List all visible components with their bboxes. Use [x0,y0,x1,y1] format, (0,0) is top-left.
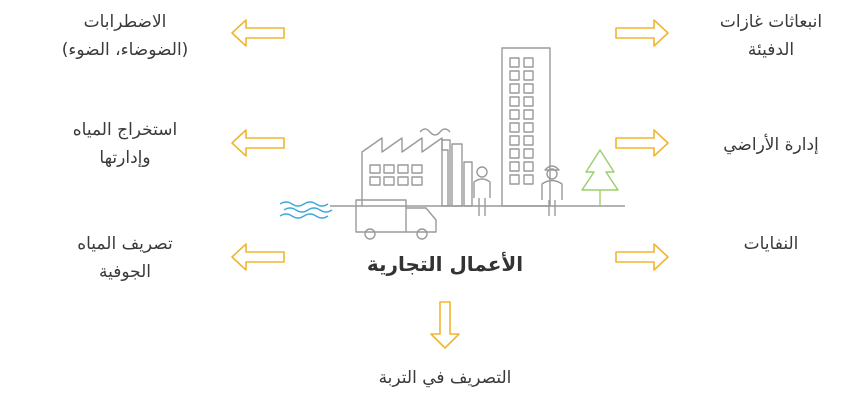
right-label-ghg-emissions-line2: الدفيئة [747,40,795,60]
arrow-left-icon [231,129,285,157]
water-icon [279,201,333,219]
factory-icon [361,137,451,207]
left-label-groundwater-discharge-line1: تصريف المياه [77,234,173,254]
left-label-water-extraction: استخراج المياه وإدارتها [0,116,250,172]
arrow-down-icon [430,301,460,349]
arrow-left-icon [231,243,285,271]
right-label-waste: النفايات [676,230,866,258]
left-label-disturbance: الاضطرابات (الضوضاء، الضوء) [0,8,250,64]
arrow-right-icon [615,129,669,157]
chimney-icon [451,143,463,207]
right-label-waste-line1: النفايات [743,234,799,254]
left-label-water-extraction-line1: استخراج المياه [72,120,178,140]
left-label-disturbance-line1: الاضطرابات [83,12,167,32]
bottom-label-soil-discharge: التصريف في التربة [378,368,512,388]
center-title: الأعمال التجارية [366,252,524,276]
arrow-right-icon [615,19,669,47]
left-label-groundwater-discharge-line2: الجوفية [98,262,152,282]
arrow-left-icon [231,19,285,47]
truck-icon [355,199,437,240]
smoke-icon [419,128,451,136]
chimney-icon [463,161,473,207]
engineer-icon [541,165,563,216]
right-label-land-management: إدارة الأراضي [676,131,866,159]
office-building-icon [501,47,551,207]
left-label-disturbance-line2: (الضوضاء، الضوء) [61,40,189,60]
person-icon [473,166,491,216]
right-label-land-management-line1: إدارة الأراضي [723,135,819,155]
arrow-right-icon [615,243,669,271]
business-illustration [279,47,625,240]
left-label-water-extraction-line2: وإدارتها [99,148,151,168]
tree-icon [581,149,619,206]
left-label-groundwater-discharge: تصريف المياه الجوفية [0,230,250,286]
right-label-ghg-emissions: انبعاثات غازات الدفيئة [676,8,866,64]
right-label-ghg-emissions-line1: انبعاثات غازات [719,12,823,32]
